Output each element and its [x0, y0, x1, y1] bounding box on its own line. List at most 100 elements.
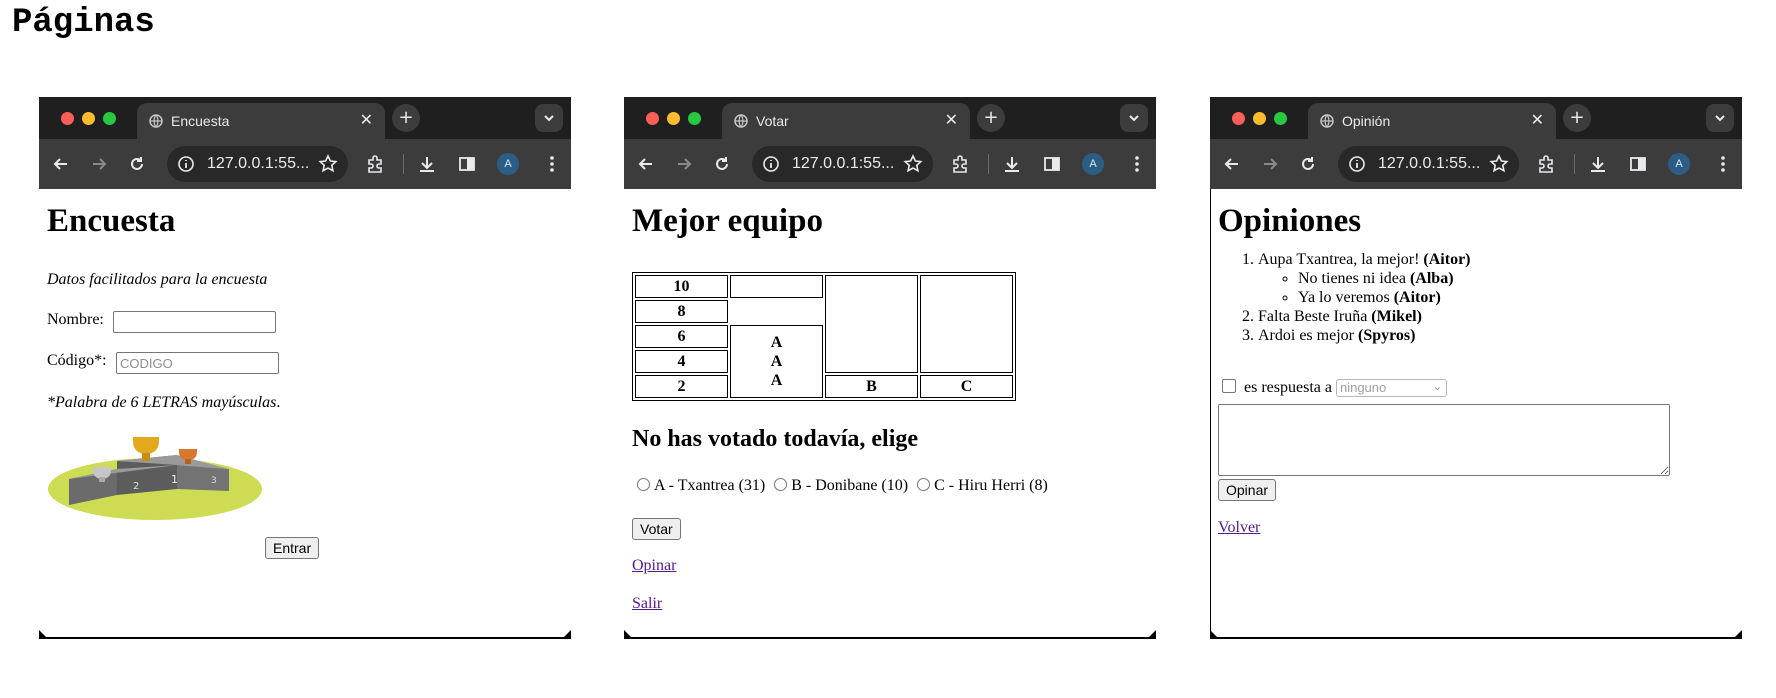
toolbar-separator: [1574, 154, 1575, 174]
opinion-text: Ardoi es mejor: [1258, 327, 1354, 344]
download-icon[interactable]: [1588, 154, 1608, 174]
volver-link[interactable]: Volver: [1218, 519, 1261, 536]
browser-window-encuesta: Encuesta ✕ + 127.0.0.1:55... A Encuesta …: [39, 97, 571, 639]
side-panel-icon[interactable]: [457, 154, 477, 174]
podium-label-3: 3: [211, 476, 217, 486]
back-arrow-icon[interactable]: [51, 154, 71, 174]
url-text: 127.0.0.1:55...: [1378, 155, 1481, 172]
reply-select[interactable]: ninguno⌄: [1335, 379, 1447, 398]
scale-cell: 2: [635, 375, 728, 398]
close-window-button[interactable]: [1232, 112, 1245, 125]
back-arrow-icon[interactable]: [636, 154, 656, 174]
profile-avatar[interactable]: A: [1668, 153, 1690, 175]
extensions-icon[interactable]: [950, 154, 970, 174]
tab-votar[interactable]: Votar ✕: [722, 103, 970, 139]
window-border: [1210, 189, 1211, 639]
vote-button[interactable]: Votar: [632, 518, 681, 540]
address-bar[interactable]: 127.0.0.1:55...: [167, 146, 348, 182]
salir-link[interactable]: Salir: [632, 595, 663, 612]
minimize-window-button[interactable]: [667, 112, 680, 125]
opinion-text: Aupa Txantrea, la mejor!: [1258, 251, 1420, 268]
reply-checkbox[interactable]: [1222, 379, 1236, 393]
close-tab-icon[interactable]: ✕: [944, 110, 958, 129]
download-icon[interactable]: [1002, 154, 1022, 174]
star-icon[interactable]: [903, 154, 923, 174]
tab-encuesta[interactable]: Encuesta ✕: [137, 103, 385, 139]
reply-author: (Aitor): [1393, 289, 1441, 306]
new-tab-button[interactable]: +: [977, 104, 1005, 132]
profile-avatar[interactable]: A: [1082, 153, 1104, 175]
star-icon[interactable]: [1489, 154, 1509, 174]
scale-cell: 4: [635, 350, 728, 373]
back-arrow-icon[interactable]: [1222, 154, 1242, 174]
reply-text: Ya lo veremos: [1298, 289, 1390, 306]
tab-search-button[interactable]: [535, 104, 563, 132]
enter-button[interactable]: Entrar: [265, 537, 320, 559]
more-menu-icon[interactable]: [542, 154, 562, 174]
opinion-text: Falta Beste Iruña: [1258, 308, 1368, 325]
side-panel-icon[interactable]: [1042, 154, 1062, 174]
code-note-end: .: [276, 394, 281, 411]
option-label: B - Donibane (10): [791, 477, 909, 494]
replies-list: No tienes ni idea (Alba) Ya lo veremos (…: [1258, 269, 1471, 307]
more-menu-icon[interactable]: [1713, 154, 1733, 174]
opinar-link[interactable]: Opinar: [632, 557, 677, 574]
page-content: Opiniones Aupa Txantrea, la mejor! (Aito…: [1218, 189, 1734, 639]
forward-arrow-icon[interactable]: [674, 154, 694, 174]
browser-window-opinion: Opinión ✕ + 127.0.0.1:55... A Opiniones …: [1210, 97, 1742, 639]
podium-trophies-image: 2 1 3: [48, 437, 262, 520]
column-a-stack: A A A: [730, 325, 823, 398]
vote-prompt: No has votado todavía, elige: [632, 426, 919, 452]
star-icon[interactable]: [318, 154, 338, 174]
download-icon[interactable]: [417, 154, 437, 174]
vote-options: A - Txantrea (31) B - Donibane (10) C - …: [632, 477, 1048, 495]
reload-icon[interactable]: [1298, 154, 1318, 174]
radio-option-b[interactable]: [774, 478, 788, 491]
name-input[interactable]: [113, 311, 276, 333]
tab-bar: Votar ✕ +: [624, 97, 1156, 139]
tab-title: Encuesta: [171, 113, 230, 129]
address-bar[interactable]: 127.0.0.1:55...: [752, 146, 933, 182]
extensions-icon[interactable]: [1536, 154, 1556, 174]
forward-arrow-icon[interactable]: [1260, 154, 1280, 174]
scale-cell: 6: [635, 325, 728, 348]
minimize-window-button[interactable]: [1253, 112, 1266, 125]
new-tab-button[interactable]: +: [392, 104, 420, 132]
more-menu-icon[interactable]: [1127, 154, 1147, 174]
reload-icon[interactable]: [127, 154, 147, 174]
radio-option-a[interactable]: [637, 478, 650, 491]
site-info-icon[interactable]: [1348, 155, 1366, 173]
opinar-button[interactable]: Opinar: [1218, 479, 1277, 501]
address-bar[interactable]: 127.0.0.1:55...: [1338, 146, 1519, 182]
close-window-button[interactable]: [646, 112, 659, 125]
column-b-empty: [825, 275, 918, 373]
profile-avatar[interactable]: A: [497, 153, 519, 175]
site-info-icon[interactable]: [762, 155, 780, 173]
close-tab-icon[interactable]: ✕: [1530, 110, 1544, 129]
forward-arrow-icon[interactable]: [89, 154, 109, 174]
tab-search-button[interactable]: [1706, 104, 1734, 132]
close-tab-icon[interactable]: ✕: [359, 110, 373, 129]
code-input[interactable]: [116, 352, 279, 374]
new-tab-button[interactable]: +: [1563, 104, 1591, 132]
close-window-button[interactable]: [61, 112, 74, 125]
option-label: C - Hiru Herri (8): [934, 477, 1048, 494]
podium-label-2: 2: [133, 481, 139, 492]
page-content: Mejor equipo 10 8 6 A A A 4 2 B C: [632, 189, 1148, 639]
reload-icon[interactable]: [712, 154, 732, 174]
stack-cell: A: [770, 353, 783, 370]
maximize-window-button[interactable]: [688, 112, 701, 125]
radio-option-c[interactable]: [917, 478, 931, 491]
extensions-icon[interactable]: [365, 154, 385, 174]
minimize-window-button[interactable]: [82, 112, 95, 125]
tab-opinion[interactable]: Opinión ✕: [1308, 103, 1556, 139]
maximize-window-button[interactable]: [1274, 112, 1287, 125]
opinion-textarea[interactable]: [1218, 404, 1670, 476]
scale-cell: 8: [635, 300, 728, 323]
side-panel-icon[interactable]: [1628, 154, 1648, 174]
maximize-window-button[interactable]: [103, 112, 116, 125]
stack-cell: A: [770, 334, 783, 351]
site-info-icon[interactable]: [177, 155, 195, 173]
tab-search-button[interactable]: [1120, 104, 1148, 132]
page-title: Opiniones: [1218, 203, 1362, 239]
